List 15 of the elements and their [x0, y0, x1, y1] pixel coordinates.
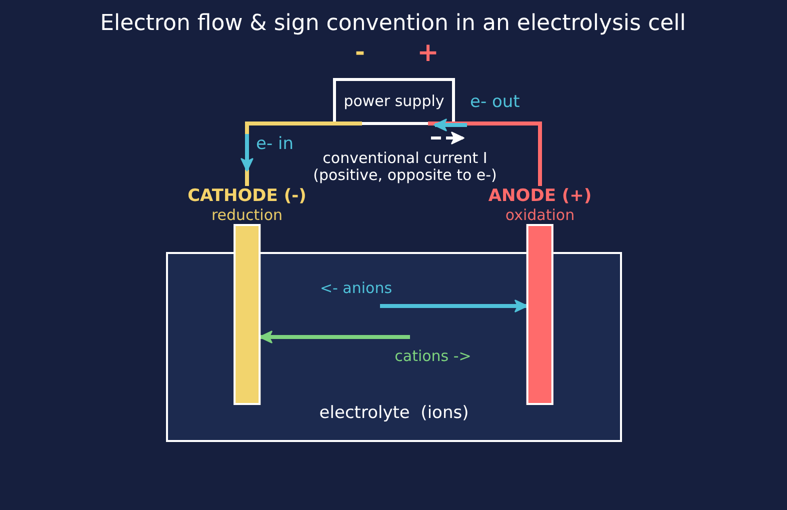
- reaction-label: reduction: [211, 206, 283, 224]
- title: Electron flow & sign convention in an electrolysis cell: [100, 10, 686, 38]
- electrode-name: ANODE (+): [488, 186, 592, 206]
- current-note: conventional current I (positive, opposite to e-): [312, 150, 498, 184]
- reaction-label: oxidation: [505, 206, 575, 224]
- ion-arrow: [380, 300, 528, 312]
- power-supply-box: [333, 78, 455, 125]
- electrolyte-label: electrolyte (ions): [319, 403, 469, 424]
- electrode-name: CATHODE (-): [188, 186, 306, 206]
- flow-label: e- in: [256, 134, 294, 154]
- polarity-sign: -: [355, 38, 365, 66]
- power-supply-label: power supply: [344, 92, 444, 111]
- flow-label: e- out: [470, 92, 520, 112]
- wire: [428, 122, 542, 186]
- polarity-sign: +: [417, 38, 439, 68]
